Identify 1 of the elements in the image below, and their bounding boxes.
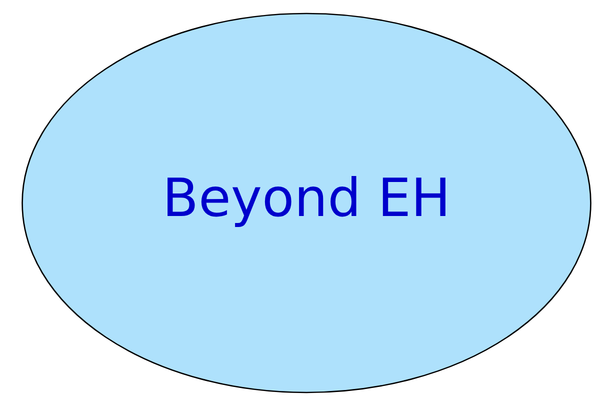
node-ellipse: Beyond EH <box>22 12 592 394</box>
